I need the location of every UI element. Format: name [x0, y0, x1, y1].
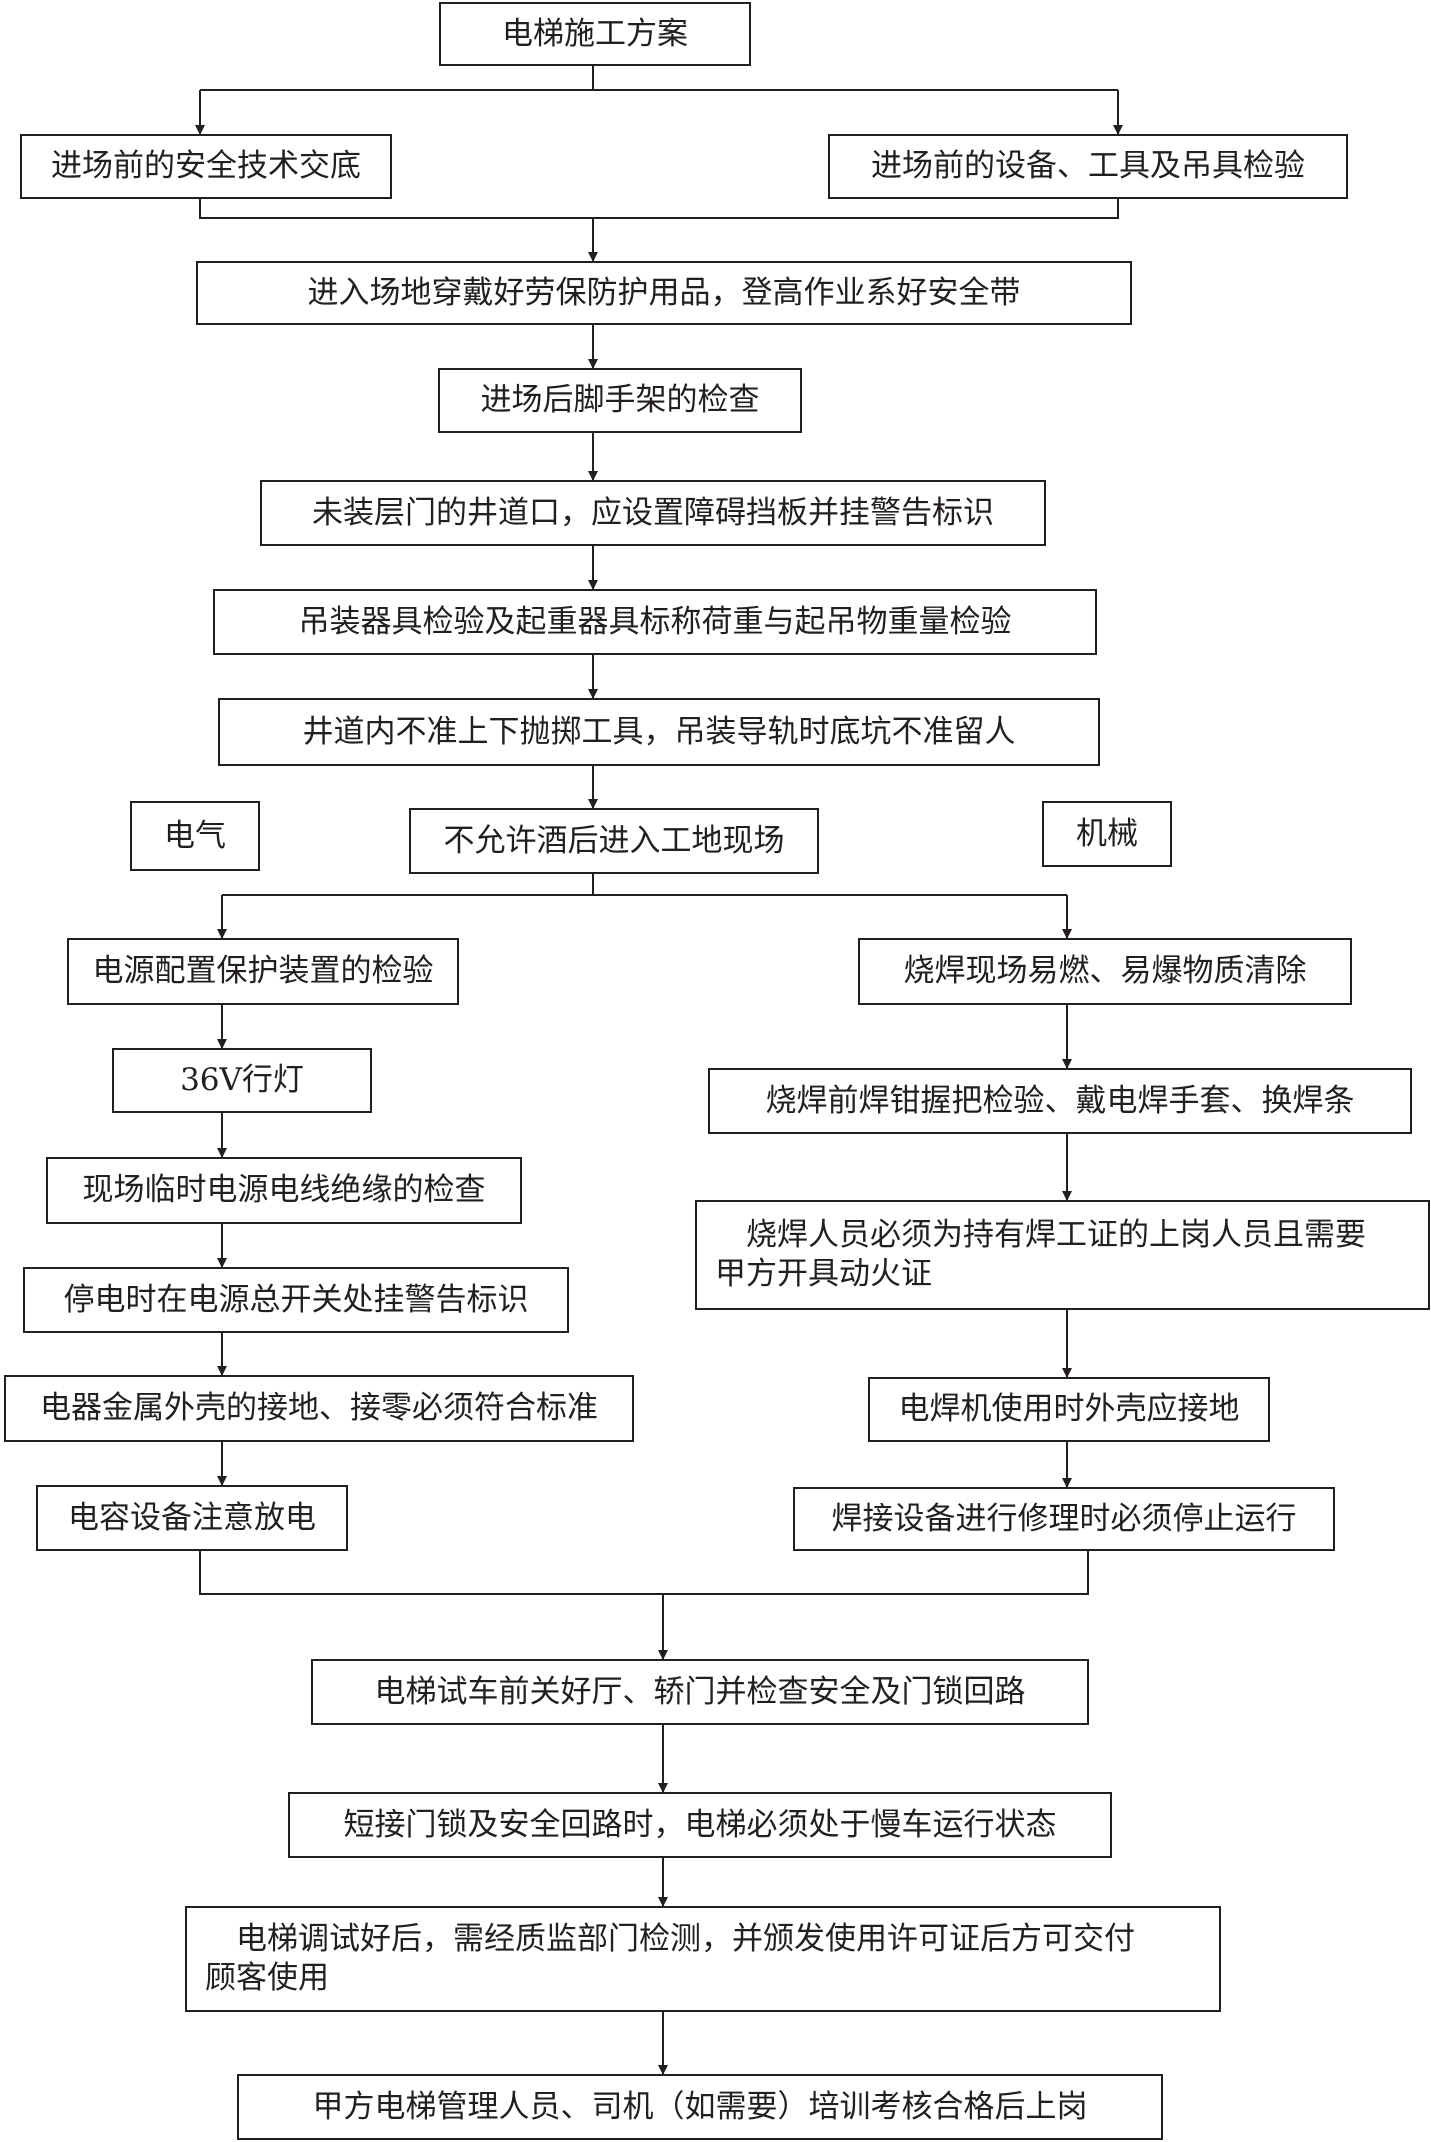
title-box: 电梯施工方案	[439, 2, 751, 66]
connector-branch-split	[222, 874, 1067, 896]
electrical-step-power-off-box: 停电时在电源总开关处挂警告标识	[23, 1267, 569, 1333]
mechanical-step-welder-grounding-box: 电焊机使用时外壳应接地	[868, 1377, 1270, 1442]
mechanical-step-welding-tools-box: 烧焊前焊钳握把检验、戴电焊手套、换焊条	[708, 1068, 1412, 1134]
step-shaft-opening-box: 未装层门的井道口，应设置障碍挡板并挂警告标识	[260, 480, 1046, 546]
inspection-line-1: 电梯调试好后，需经质监部门检测，并颁发使用许可证后方可交付	[236, 1921, 1135, 1958]
step-shaft-rules-box: 井道内不准上下抛掷工具，吊装导轨时底坑不准留人	[218, 698, 1100, 766]
inspection-line-2: 顾客使用	[205, 1960, 329, 1996]
step-no-alcohol-box: 不允许酒后进入工地现场	[409, 808, 819, 874]
connector-pre-merge	[199, 199, 1119, 219]
electrical-step-insulation-box: 现场临时电源电线绝缘的检查	[46, 1157, 522, 1224]
pre-entry-left-box: 进场前的安全技术交底	[20, 134, 392, 199]
connector-branch-merge	[199, 1551, 1089, 1595]
final-step-training-box: 甲方电梯管理人员、司机（如需要）培训考核合格后上岗	[237, 2074, 1163, 2140]
final-step-door-check-box: 电梯试车前关好厅、轿门并检查安全及门锁回路	[311, 1659, 1089, 1725]
step-scaffold-box: 进场后脚手架的检查	[438, 368, 802, 433]
step-lifting-check-box: 吊装器具检验及起重器具标称荷重与起吊物重量检验	[213, 589, 1097, 655]
certified-welder-line-1: 烧焊人员必须为持有焊工证的上岗人员且需要	[746, 1217, 1366, 1254]
final-step-inspection-box: 电梯调试好后，需经质监部门检测，并颁发使用许可证后方可交付 顾客使用	[185, 1906, 1221, 2012]
mechanical-step-stop-for-repair-box: 焊接设备进行修理时必须停止运行	[793, 1487, 1335, 1551]
label-mechanical: 机械	[1042, 801, 1172, 867]
pre-entry-right-box: 进场前的设备、工具及吊具检验	[828, 134, 1348, 199]
electrical-step-36v-lamp-box: 36V行灯	[112, 1048, 372, 1113]
electrical-step-grounding-box: 电器金属外壳的接地、接零必须符合标准	[4, 1375, 634, 1442]
certified-welder-line-2: 甲方开具动火证	[715, 1256, 932, 1292]
electrical-step-protection-box: 电源配置保护装置的检验	[67, 938, 459, 1005]
mechanical-step-certified-welder-box: 烧焊人员必须为持有焊工证的上岗人员且需要 甲方开具动火证	[695, 1200, 1430, 1310]
connector-title-split	[200, 66, 1118, 91]
final-step-slow-run-box: 短接门锁及安全回路时，电梯必须处于慢车运行状态	[288, 1792, 1112, 1858]
label-electrical: 电气	[130, 801, 260, 871]
electrical-step-capacitor-box: 电容设备注意放电	[36, 1485, 348, 1551]
step-ppe-box: 进入场地穿戴好劳保防护用品，登高作业系好安全带	[196, 261, 1132, 325]
mechanical-step-clear-flammables-box: 烧焊现场易燃、易爆物质清除	[858, 938, 1352, 1005]
